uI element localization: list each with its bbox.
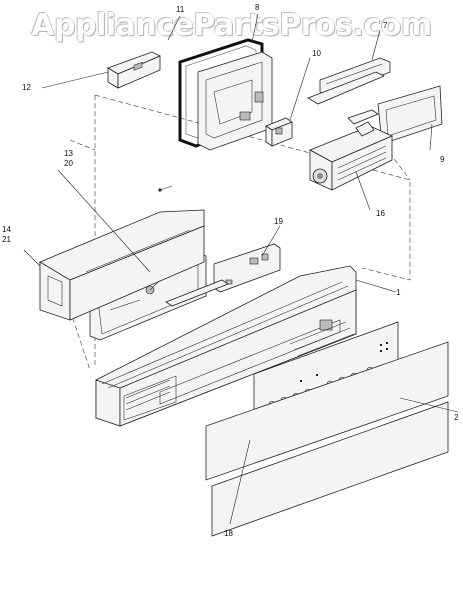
part-10-switch-block	[265, 117, 293, 147]
callout-8: 8	[255, 3, 260, 12]
callout-2: 2	[454, 413, 459, 422]
callout-21: 21	[2, 235, 11, 244]
callout-9: 9	[440, 155, 445, 164]
callout-1: 1	[396, 288, 401, 297]
callout-20: 20	[64, 159, 73, 168]
part-11-door-frame	[197, 51, 273, 151]
site-watermark: AppliancePartsPros.com	[31, 8, 432, 43]
callout-7: 7	[383, 21, 388, 30]
callout-19: 19	[274, 217, 283, 226]
callout-16: 16	[376, 209, 385, 218]
callout-labels: 11 8 7 10 12 9 16 13 20 14 21 19 1 2 18	[2, 3, 459, 538]
callout-13: 13	[64, 149, 73, 158]
leader-lines	[23, 13, 459, 525]
callout-11: 11	[176, 5, 185, 14]
part-16-vent-assembly	[309, 109, 393, 191]
part-1-console-panel	[95, 265, 357, 427]
callout-14: 14	[2, 225, 11, 234]
callout-18: 18	[224, 529, 233, 538]
part-18-lower-plate	[205, 341, 449, 537]
part-7-bracket	[307, 57, 391, 105]
part-19-switch-plate	[165, 243, 281, 307]
part-14-housing	[39, 185, 205, 321]
callout-10: 10	[312, 49, 321, 58]
callout-12: 12	[22, 83, 31, 92]
part-12-bracket	[107, 51, 161, 89]
